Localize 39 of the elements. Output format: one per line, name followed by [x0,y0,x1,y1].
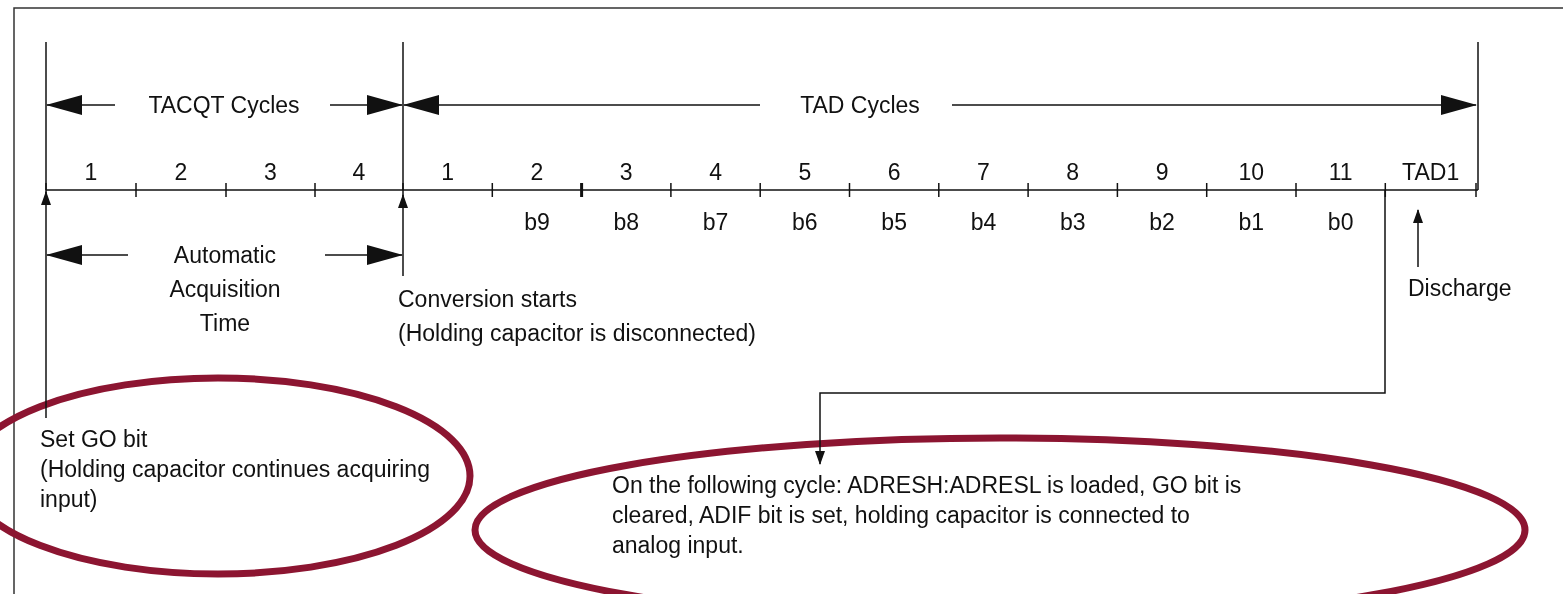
bit-label: b0 [1327,209,1354,236]
leader-arrow [1413,209,1423,268]
dimension-label: Automatic Acquisition Time [168,241,282,338]
bit-label: b1 [1238,209,1265,236]
leader-arrow [398,194,408,277]
note-text: On the following cycle: ADRESH:ADRESL is loaded, GO bit is cleared, ADIF bit is set, holding capacitor is connected to analog input. [612,471,1243,560]
cycle-number: 9 [1155,159,1169,186]
leader-arrow [41,191,51,419]
dimension-label: TACQT Cycles [148,92,300,119]
cycle-number: 7 [977,159,990,186]
cycle-number: 2 [530,159,544,186]
cycle-number: 2 [174,159,188,186]
bit-label: b6 [792,209,818,236]
note-text: Discharge [1408,274,1513,303]
cycle-number: 1 [84,159,98,186]
cycle-number: 6 [887,159,901,186]
note-text: (Holding capacitor continues acquiring input) [40,455,430,514]
bit-label: b7 [702,209,729,236]
cycle-number: TAD1 [1402,159,1460,186]
dimension-label: TAD Cycles [800,92,920,119]
cycle-number: 5 [798,159,812,186]
bit-label: b4 [970,209,997,236]
cycle-number: 1 [441,159,455,186]
cycle-number: 10 [1238,159,1265,186]
bit-label: b5 [881,209,907,236]
leader-arrow [815,189,1386,465]
bit-label: b9 [524,209,550,236]
bit-label: b8 [613,209,640,236]
cycle-number: 3 [264,159,277,186]
cycle-number: 4 [709,159,722,186]
cycle-number: 8 [1066,159,1080,186]
cycle-number: 11 [1328,159,1353,186]
note-text: (Holding capacitor is disconnected) [398,319,757,348]
bit-label: b2 [1149,209,1175,236]
note-text: Set GO bit [40,425,149,454]
note-text: Conversion starts [398,285,578,314]
cycle-number: 4 [352,159,366,186]
bit-label: b3 [1059,209,1086,236]
cycle-number: 3 [619,159,633,186]
